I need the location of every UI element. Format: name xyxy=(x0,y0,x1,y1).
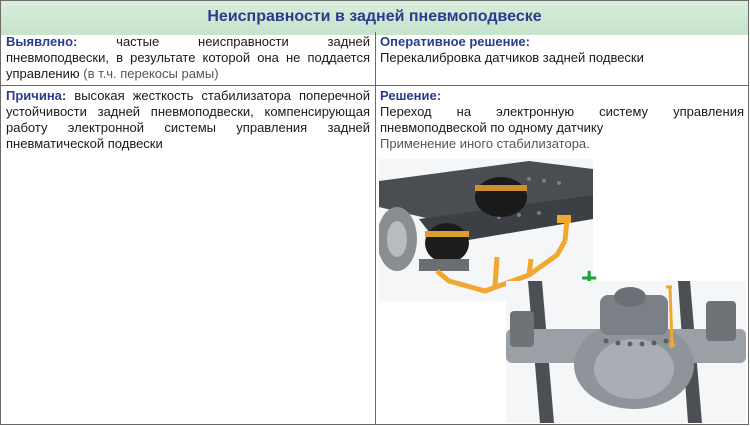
cause-line-3: работу электронной системы управления за… xyxy=(6,120,370,135)
table-title: Неисправности в задней пневмоподвеске xyxy=(1,1,748,33)
solution-line-2: пневмоподвеской по одному датчику xyxy=(380,120,604,135)
cause-line-1: Причина: высокая жесткость стабилизатора… xyxy=(6,88,370,104)
found-text-3: управлению xyxy=(6,66,80,81)
cause-label: Причина: xyxy=(6,88,67,103)
found-text-1: частые неисправности задней xyxy=(116,34,370,49)
cause-text-1: высокая жесткость стабилизатора поперечн… xyxy=(74,88,370,103)
header-band-right xyxy=(376,32,748,35)
suspension-illustration xyxy=(379,159,593,301)
found-line-2: пневмоподвески, в результате которой она… xyxy=(6,50,370,65)
cause-line-4: пневматической подвески xyxy=(6,136,163,151)
found-label: Выявлено: xyxy=(6,34,78,49)
header-band-left xyxy=(1,32,375,35)
cause-line-2: устойчивости задней пневмоподвески, комп… xyxy=(6,104,370,119)
solution-line-1: Переход на электронную систему управлени… xyxy=(380,104,744,119)
operative-text: Перекалибровка датчиков задней подвески xyxy=(380,50,644,65)
operative-cell: Оперативное решение: Перекалибровка датч… xyxy=(380,34,744,66)
cause-cell: Причина: высокая жесткость стабилизатора… xyxy=(6,88,370,152)
solution-label: Решение: xyxy=(380,88,442,103)
found-line-1: Выявлено: частые неисправности задней xyxy=(6,34,370,50)
solution-line-3: Применение иного стабилизатора. xyxy=(380,136,590,151)
found-line-3: управлению (в т.ч. перекосы рамы) xyxy=(6,66,370,82)
found-cell: Выявлено: частые неисправности задней пн… xyxy=(6,34,370,82)
differential-illustration xyxy=(506,281,746,423)
row-divider xyxy=(1,85,748,86)
operative-label: Оперативное решение: xyxy=(380,34,530,49)
solution-cell: Решение: Переход на электронную систему … xyxy=(380,88,744,152)
column-divider xyxy=(375,32,376,425)
found-note: (в т.ч. перекосы рамы) xyxy=(83,66,219,81)
